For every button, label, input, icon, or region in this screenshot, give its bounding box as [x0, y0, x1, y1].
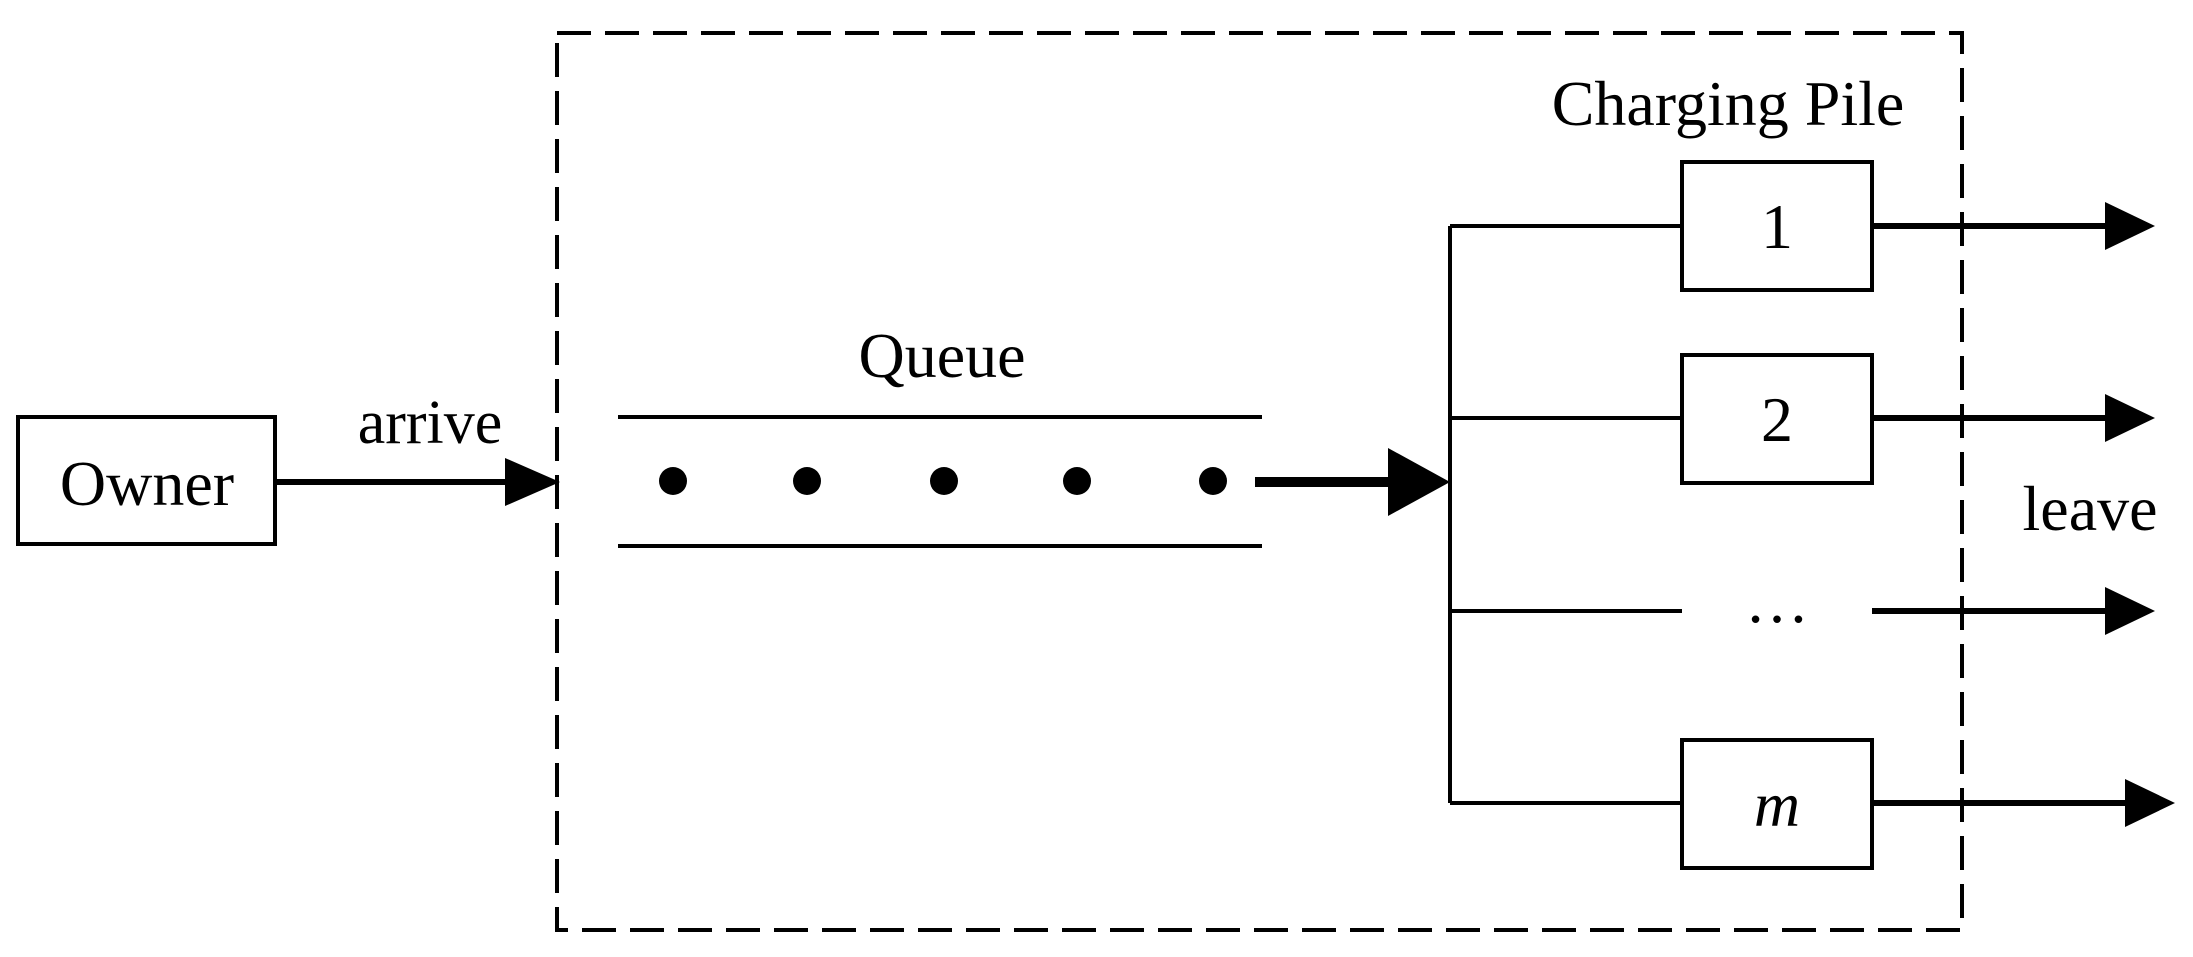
pile-label: 1: [1761, 191, 1793, 262]
leave-arrow: [1872, 394, 2155, 442]
owner-node: Owner: [16, 415, 277, 546]
charging-pile-m: m: [1680, 738, 1874, 870]
pile-label: 2: [1761, 384, 1793, 455]
arrive-label: arrive: [358, 389, 503, 457]
leave-label: leave: [2023, 473, 2158, 544]
dispatch-arrow: [1255, 448, 1450, 516]
charging-pile-label: Charging Pile: [1552, 68, 1905, 139]
queue-dot: [930, 467, 958, 495]
pile-label: m: [1754, 769, 1800, 840]
queue: Queue: [618, 320, 1262, 548]
pile-ellipsis: …: [1745, 565, 1809, 636]
charging-pile-2: 2: [1680, 353, 1874, 485]
leave-arrow: [1872, 202, 2155, 250]
queue-dot: [659, 467, 687, 495]
system-boundary: [555, 31, 1964, 932]
queue-dot: [793, 467, 821, 495]
queue-dot: [1199, 467, 1227, 495]
owner-label: Owner: [60, 448, 234, 519]
queue-label: Queue: [858, 320, 1025, 391]
queue-dot: [1063, 467, 1091, 495]
leave-arrow: [1872, 779, 2175, 827]
charging-pile-1: 1: [1680, 160, 1874, 292]
leave-arrow: [1872, 587, 2155, 635]
arrive-arrow: [275, 458, 560, 506]
